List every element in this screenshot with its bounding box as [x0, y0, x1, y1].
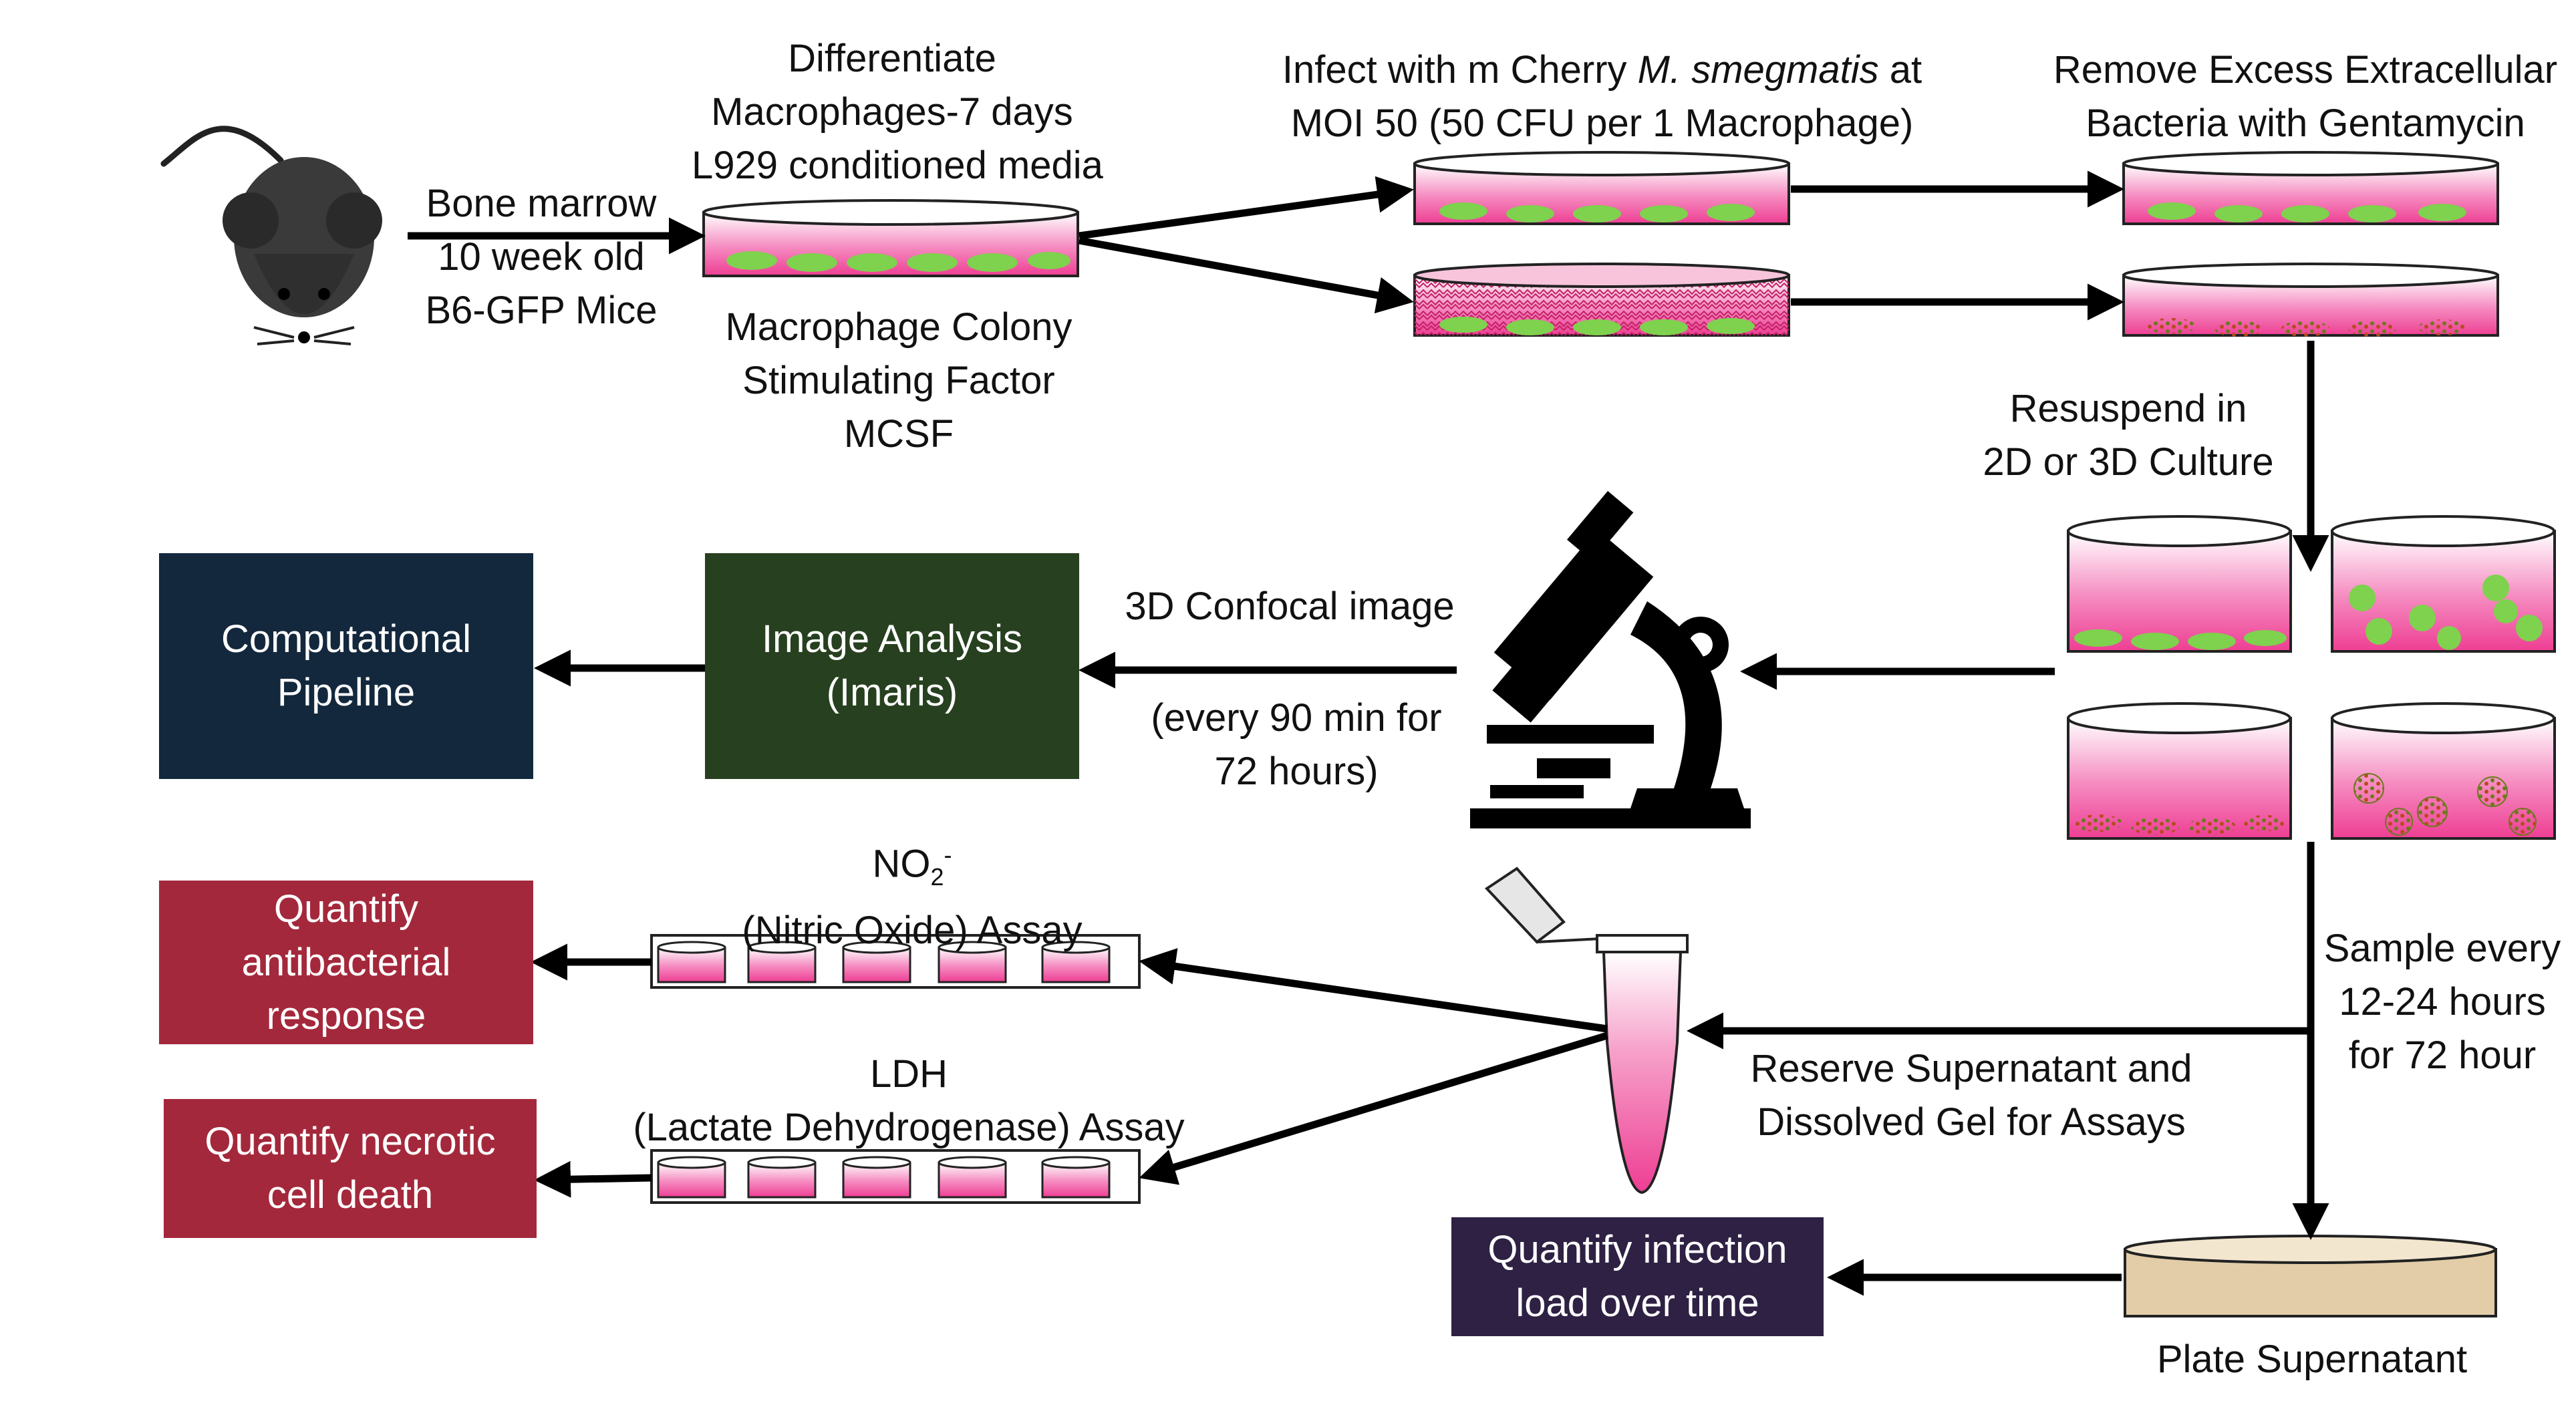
mcsf-label: Macrophage Colony Stimulating Factor MCS… — [725, 305, 1072, 456]
petri-dish-icon — [2067, 702, 2292, 840]
tube-icon — [1484, 867, 1689, 1195]
plate-label: Plate Supernatant — [2156, 1338, 2468, 1381]
petri-dish-icon — [702, 199, 1079, 277]
reserve-label: Reserve Supernatant and Dissolved Gel fo… — [1750, 1047, 2192, 1144]
petri-dish-icon — [1413, 263, 1790, 337]
microscope-icon — [1470, 490, 1751, 828]
quantify-infection-box: Quantify infection load over time — [1451, 1217, 1824, 1336]
ldh-label: LDH (Lactate Dehydrogenase) Assay — [633, 1052, 1185, 1149]
quantify-antibacterial-box: Quantify antibacterial response — [159, 881, 533, 1044]
resuspend-label: Resuspend in 2D or 3D Culture — [1983, 387, 2274, 484]
petri-dish-icon — [2067, 515, 2292, 653]
sample-label: Sample every 12-24 hours for 72 hour — [2323, 927, 2561, 1077]
differentiate-label: Differentiate Macrophages-7 days L929 co… — [692, 37, 1103, 187]
petri-dish-icon — [1413, 151, 1790, 225]
mouse-icon — [160, 126, 382, 345]
well-strip-icon — [650, 1149, 1141, 1204]
petri-dish-icon — [2331, 702, 2556, 840]
quantify-necrotic-box: Quantify necrotic cell death — [164, 1099, 537, 1238]
confocal-label: 3D Confocal image — [1125, 585, 1455, 628]
image-analysis-box: Image Analysis (Imaris) — [705, 553, 1079, 779]
petri-dish-icon — [2122, 151, 2499, 225]
computational-pipeline-box: Computational Pipeline — [159, 553, 533, 779]
remove-label: Remove Excess Extracellular Bacteria wit… — [2053, 48, 2558, 145]
every-90-label: (every 90 min for 72 hours) — [1151, 696, 1442, 793]
bone-marrow-label: Bone marrow 10 week old B6-GFP Mice — [425, 182, 658, 332]
arrows — [408, 170, 2329, 1296]
petri-dish-icon — [2331, 515, 2556, 653]
petri-dish-icon — [2122, 263, 2499, 337]
nitric-oxide-label: NO2- (Nitric Oxide) Assay — [742, 841, 1083, 952]
agar-plate-icon — [2124, 1235, 2497, 1317]
infect-label: Infect with m Cherry M. smegmatis at MOI… — [1282, 48, 1922, 145]
